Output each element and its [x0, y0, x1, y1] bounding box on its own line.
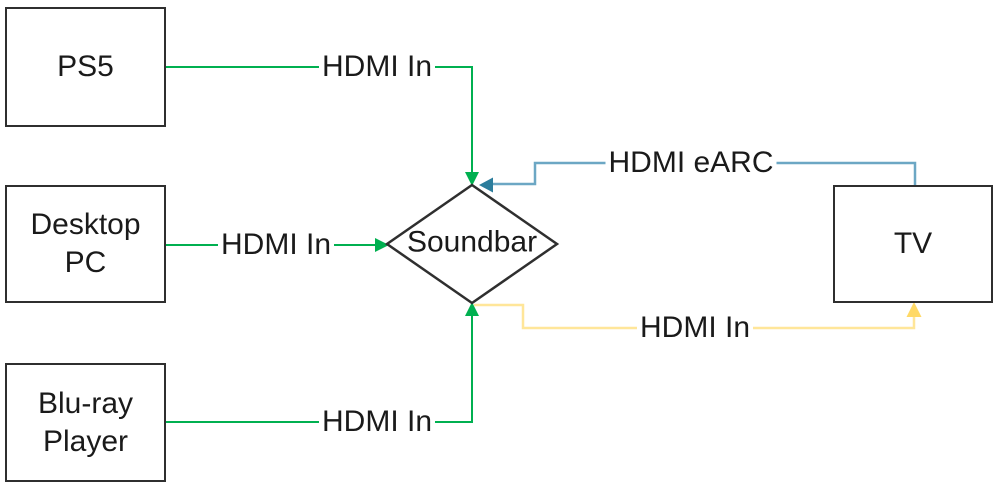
edge-bluray-to-soundbar-line: [166, 314, 473, 423]
edge-soundbar-to-tv-line: [474, 303, 916, 330]
node-blu-ray-player-label: Blu-ray Player: [37, 386, 134, 458]
edge-bluray-to-soundbar-arrowhead: [465, 302, 479, 316]
node-soundbar-diamond-shape: [384, 183, 560, 305]
edge-tv-to-soundbar-arrowhead: [479, 177, 493, 193]
edge-label-desktop-hdmi-in: HDMI In: [217, 228, 335, 262]
edge-label-tv-hdmi-in: HDMI In: [636, 311, 754, 345]
node-soundbar-label: Soundbar: [406, 225, 538, 259]
node-desktop-pc: Desktop PC: [5, 185, 166, 303]
edge-ps5-to-soundbar-arrowhead: [465, 172, 479, 186]
edge-label-bluray-hdmi-in: HDMI In: [318, 405, 436, 439]
node-tv: TV: [833, 185, 993, 303]
node-blu-ray-player: Blu-ray Player: [5, 363, 166, 482]
node-ps5: PS5: [5, 7, 166, 127]
node-desktop-pc-label: Desktop PC: [30, 208, 141, 279]
node-ps5-label: PS5: [57, 50, 114, 84]
node-tv-label: TV: [893, 227, 933, 261]
edge-label-hdmi-earc: HDMI eARC: [605, 146, 777, 180]
edge-desktop-to-soundbar-arrowhead: [375, 238, 389, 252]
edge-tv-to-soundbar-line: [492, 161, 917, 186]
edge-soundbar-to-tv-arrowhead: [906, 302, 922, 317]
edge-label-ps5-hdmi-in: HDMI In: [318, 50, 436, 84]
edge-ps5-to-soundbar-line: [166, 66, 473, 174]
